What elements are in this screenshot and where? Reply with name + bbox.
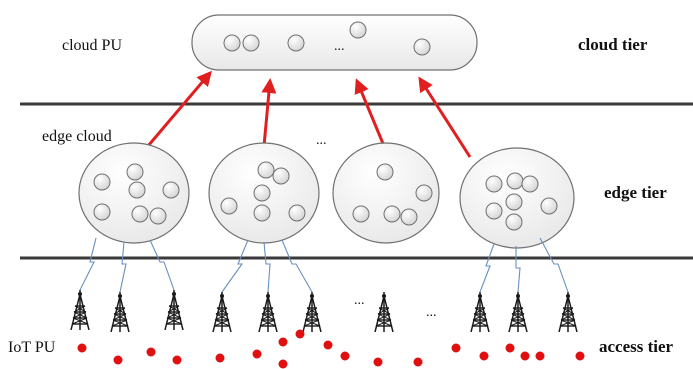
- iot-device-dot: [323, 340, 333, 350]
- edge-pu-node: [93, 173, 111, 191]
- cloud-container: [191, 14, 478, 71]
- edge-pu-node: [540, 197, 558, 215]
- cloud-pu-node: [287, 34, 305, 52]
- cell-tower-icon: [558, 292, 578, 332]
- edge-cloud-4: [459, 147, 575, 249]
- iot-device-dot: [413, 357, 423, 367]
- edge-pu-node: [131, 205, 149, 223]
- iot-device-dot: [278, 337, 288, 347]
- cloud-pu-node: [242, 34, 260, 52]
- cloud-pu-group: ...: [191, 14, 478, 71]
- iot-pu-label: IoT PU: [8, 339, 56, 356]
- edge-pu-node: [376, 163, 394, 181]
- lightning-link-icon: [479, 243, 495, 293]
- cloud-pu-node: [413, 38, 431, 56]
- edge-cloud-1: [78, 142, 190, 244]
- cell-tower-icon: [164, 290, 184, 330]
- iot-device-dot: [113, 355, 123, 365]
- uplink-arrows: [146, 70, 472, 158]
- access-tier-label: access tier: [599, 337, 674, 356]
- edge-ellipsis: ...: [316, 133, 327, 148]
- edge-cloud-3: [332, 142, 440, 244]
- edge-pu-node: [506, 172, 524, 190]
- edge-pu-node: [126, 163, 144, 181]
- tower-ellipsis-2: ...: [426, 305, 437, 320]
- tower-ellipsis-1: ...: [354, 293, 365, 308]
- lightning-link-icon: [263, 241, 271, 293]
- edge-pu-node: [253, 204, 271, 222]
- iot-devices: [77, 329, 585, 369]
- edge-pu-node: [352, 205, 370, 223]
- iot-device-dot: [215, 353, 225, 363]
- cloud-pu-label: cloud PU: [62, 37, 122, 54]
- iot-device-dot: [146, 347, 156, 357]
- iot-device-dot: [252, 349, 262, 359]
- base-stations: [70, 290, 578, 332]
- edge-pu-node: [128, 181, 146, 199]
- lightning-link-icon: [539, 237, 569, 293]
- edge-pu-node: [162, 181, 180, 199]
- wireless-links: [79, 237, 569, 293]
- uplink-arrow-3: [354, 78, 386, 147]
- cell-tower-icon: [470, 292, 490, 332]
- cloud-pu-node: [223, 34, 241, 52]
- lightning-link-icon: [281, 239, 313, 293]
- cloud-pu-node: [349, 21, 367, 39]
- iot-device-dot: [278, 359, 288, 369]
- iot-device-dot: [520, 351, 530, 361]
- edge-pu-node: [505, 193, 523, 211]
- cell-tower-icon: [212, 292, 232, 332]
- edge-pu-node: [149, 207, 167, 225]
- lightning-link-icon: [149, 239, 175, 291]
- edge-pu-node: [415, 184, 433, 202]
- cell-tower-icon: [374, 292, 394, 332]
- iot-device-dot: [77, 343, 87, 353]
- cell-tower-icon: [302, 292, 322, 332]
- iot-device-dot: [575, 351, 585, 361]
- edge-pu-node: [505, 213, 523, 231]
- lightning-link-icon: [221, 239, 249, 293]
- edge-pu-node: [485, 175, 503, 193]
- edge-pu-node: [485, 202, 503, 220]
- cell-tower-icon: [110, 292, 130, 332]
- iot-device-dot: [373, 357, 383, 367]
- lightning-link-icon: [515, 246, 521, 293]
- edge-pu-node: [93, 203, 111, 221]
- uplink-arrow-4: [418, 76, 472, 158]
- edge-cloud-2: [208, 142, 320, 244]
- iot-device-dot: [479, 351, 489, 361]
- iot-device-dot: [535, 351, 545, 361]
- cell-tower-icon: [258, 292, 278, 332]
- edge-pu-node: [383, 205, 401, 223]
- edge-cloud-label: edge cloud: [42, 128, 112, 145]
- edge-pu-node: [272, 167, 290, 185]
- iot-device-dot: [340, 351, 350, 361]
- uplink-arrow-2: [261, 78, 277, 147]
- edge-pu-node: [521, 175, 539, 193]
- cell-tower-icon: [508, 292, 528, 332]
- edge-tier-label: edge tier: [604, 183, 667, 202]
- cloud-tier-label: cloud tier: [578, 35, 648, 54]
- edge-pu-node: [257, 161, 275, 179]
- uplink-arrow-1: [146, 70, 212, 147]
- edge-pu-node: [400, 208, 418, 226]
- edge-pu-node: [288, 204, 306, 222]
- edge-pu-node: [253, 184, 271, 202]
- iot-device-dot: [172, 355, 182, 365]
- cloud-ellipsis: ...: [334, 39, 345, 54]
- edge-pu-node: [220, 197, 238, 215]
- lightning-link-icon: [119, 241, 127, 293]
- iot-device-dot: [295, 329, 305, 339]
- lightning-link-icon: [79, 237, 97, 291]
- iot-device-dot: [505, 343, 515, 353]
- cell-tower-icon: [70, 290, 90, 330]
- iot-device-dot: [451, 343, 461, 353]
